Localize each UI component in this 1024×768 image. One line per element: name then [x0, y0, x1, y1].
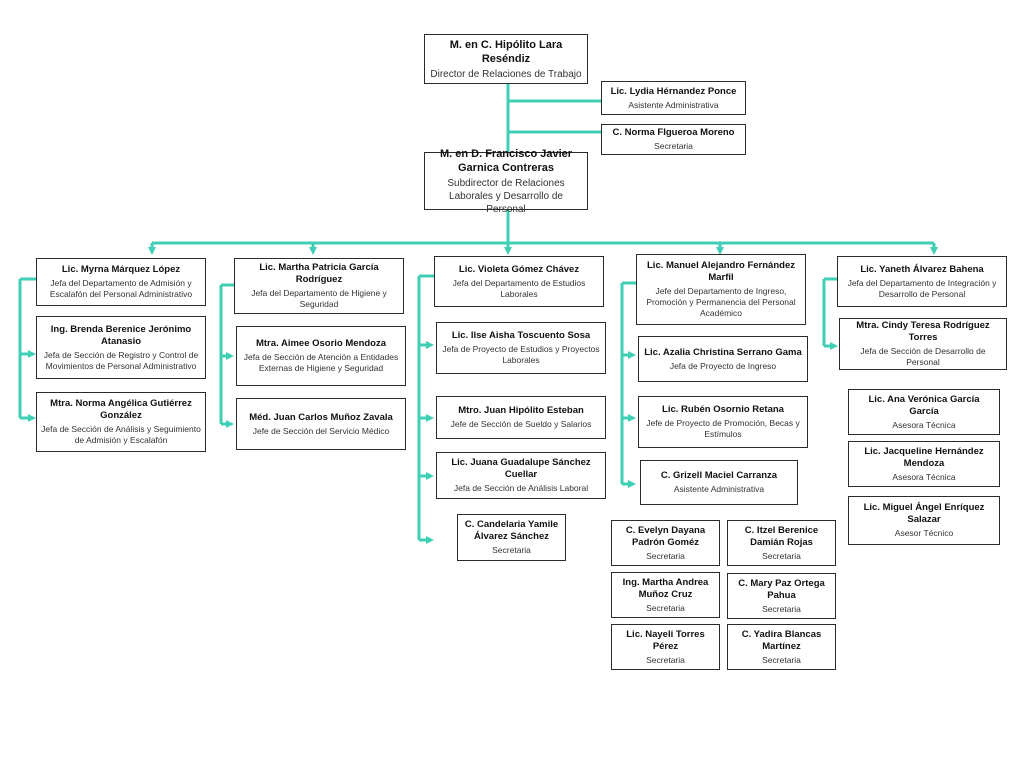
dept4-head-box: Lic. Manuel Alejandro Fernández Marfil J…: [636, 254, 806, 325]
subdirector-role: Subdirector de Relaciones Laborales y De…: [447, 177, 565, 215]
dept2-sub1-role: Jefa de Sección de Atención a Entidades …: [243, 352, 399, 373]
dept5-advisor-3-box: Lic. Miguel Ángel Enríquez Salazar Aseso…: [848, 496, 1000, 545]
dept4-sub3-name: C. Grizell Maciel Carranza: [660, 470, 778, 481]
dept3-sub2-box: Mtro. Juan Hipólito Esteban Jefe de Secc…: [436, 396, 606, 439]
dept4-secretary-1-box: C. Evelyn Dayana Padrón Goméz Secretaria: [611, 520, 720, 566]
dept4-head-name: Lic. Manuel Alejandro Fernández Marfil: [647, 260, 795, 283]
dept4-secretary-6-role: Secretaria: [762, 654, 801, 665]
dept2-sub2-role: Jefe de Sección del Servicio Médico: [252, 425, 390, 436]
dept5-advisor-3-role: Asesor Técnico: [894, 528, 954, 538]
dept4-sub2-role: Jefe de Proyecto de Promoción, Becas y E…: [646, 418, 800, 439]
dept5-sub1-name: Mtra. Cindy Teresa Rodríguez Torres: [856, 320, 990, 343]
dept4-secretary-3-role: Secretaria: [646, 602, 685, 613]
dept1-sub1-box: Ing. Brenda Berenice Jerónimo Atanasio J…: [36, 316, 206, 379]
dept4-secretary-5-box: Lic. Nayeli Torres Pérez Secretaria: [611, 624, 720, 670]
dept5-advisor-2-name: Lic. Jacqueline Hernández Mendoza: [864, 445, 984, 469]
dept5-advisor-2-box: Lic. Jacqueline Hernández Mendoza Asesor…: [848, 441, 1000, 487]
secretary-box: C. Norma FIgueroa Moreno Secretaria: [601, 124, 746, 155]
dept5-advisor-1-box: Lic. Ana Verónica García García Asesora …: [848, 389, 1000, 435]
dept1-sub2-box: Mtra. Norma Angélica Gutiérrez González …: [36, 392, 206, 452]
dept4-secretary-1-name: C. Evelyn Dayana Padrón Goméz: [625, 524, 706, 548]
dept4-secretary-2-name: C. Itzel Berenice Damián Rojas: [744, 524, 819, 548]
dept3-sub4-role: Secretaria: [492, 545, 531, 555]
dept1-head-role: Jefa del Departamento de Admisión y Esca…: [49, 278, 193, 299]
dept3-sub1-name: Lic. Ilse Aisha Toscuento Sosa: [451, 330, 591, 341]
dept1-sub2-name: Mtra. Norma Angélica Gutiérrez González: [50, 398, 192, 421]
dept3-sub4-box: C. Candelaria Yamile Álvarez Sánchez Sec…: [457, 514, 566, 561]
dept4-secretary-4-name: C. Mary Paz Ortega Pahua: [738, 577, 825, 601]
dept5-sub1-role: Jefa de Sección de Desarrollo de Persona…: [860, 346, 986, 367]
dept3-sub1-box: Lic. Ilse Aisha Toscuento Sosa Jefa de P…: [436, 322, 606, 374]
dept3-sub1-role: Jefa de Proyecto de Estudios y Proyectos…: [442, 344, 600, 365]
dept4-secretary-3-box: Ing. Martha Andrea Muñoz Cruz Secretaria: [611, 572, 720, 618]
secretary-role: Secretaria: [654, 141, 693, 151]
dept4-secretary-3-name: Ing. Martha Andrea Muñoz Cruz: [622, 576, 709, 600]
dept4-secretary-4-role: Secretaria: [762, 603, 801, 614]
dept3-sub3-role: Jefa de Sección de Análisis Laboral: [453, 483, 589, 493]
dept2-sub1-box: Mtra. Aimee Osorio Mendoza Jefa de Secci…: [236, 326, 406, 386]
dept4-sub2-box: Lic. Rubén Osornio Retana Jefe de Proyec…: [638, 396, 808, 448]
dept4-secretary-2-role: Secretaria: [762, 550, 801, 561]
dept5-advisor-1-name: Lic. Ana Verónica García García: [868, 393, 980, 417]
dept1-head-box: Lic. Myrna Márquez López Jefa del Depart…: [36, 258, 206, 306]
dept4-secretary-5-name: Lic. Nayeli Torres Pérez: [626, 628, 705, 652]
dept2-sub1-name: Mtra. Aimee Osorio Mendoza: [255, 338, 387, 349]
dept4-sub3-role: Asistente Administrativa: [673, 484, 765, 494]
dept4-head-role: Jefe del Departamento de Ingreso, Promoc…: [646, 286, 796, 318]
dept3-sub2-name: Mtro. Juan Hipólito Esteban: [458, 405, 584, 416]
dept4-secretary-1-role: Secretaria: [646, 550, 685, 561]
dept1-head-name: Lic. Myrna Márquez López: [61, 264, 181, 275]
dept3-sub3-box: Lic. Juana Guadalupe Sánchez Cuellar Jef…: [436, 452, 606, 499]
dept5-head-name: Lic. Yaneth Álvarez Bahena: [860, 263, 984, 275]
dept3-sub2-role: Jefe de Sección de Sueldo y Salarios: [450, 419, 592, 429]
director-name: M. en C. Hipólito Lara Reséndiz: [449, 38, 563, 65]
dept3-sub3-name: Lic. Juana Guadalupe Sánchez Cuellar: [451, 457, 591, 480]
assistant-name: Lic. Lydia Hérnandez Ponce: [610, 85, 737, 97]
assistant-box: Lic. Lydia Hérnandez Ponce Asistente Adm…: [601, 81, 746, 115]
dept2-sub2-box: Méd. Juan Carlos Muñoz Zavala Jefe de Se…: [236, 398, 406, 450]
dept2-head-box: Lic. Martha Patricia García Rodríguez Je…: [234, 258, 404, 314]
secretary-name: C. Norma FIgueroa Moreno: [612, 127, 735, 138]
dept4-secretary-5-role: Secretaria: [646, 654, 685, 665]
dept3-head-name: Lic. Violeta Gómez Chávez: [458, 263, 580, 275]
dept3-head-box: Lic. Violeta Gómez Chávez Jefa del Depar…: [434, 256, 604, 307]
dept5-advisor-2-role: Asesora Técnica: [892, 471, 956, 482]
dept5-head-role: Jefa del Departamento de Integración y D…: [847, 277, 997, 299]
dept4-sub1-role: Jefa de Proyecto de Ingreso: [669, 360, 777, 371]
subdirector-name: M. en D. Francisco Javier Garnica Contre…: [439, 147, 573, 174]
dept4-sub3-box: C. Grizell Maciel Carranza Asistente Adm…: [640, 460, 798, 505]
dept2-head-role: Jefa del Departamento de Higiene y Segur…: [251, 288, 387, 309]
dept4-secretary-2-box: C. Itzel Berenice Damián Rojas Secretari…: [727, 520, 836, 566]
dept5-advisor-1-role: Asesora Técnica: [892, 419, 956, 430]
subdirector-box: M. en D. Francisco Javier Garnica Contre…: [424, 148, 588, 215]
director-box: M. en C. Hipólito Lara Reséndiz Director…: [424, 34, 588, 84]
dept1-sub1-name: Ing. Brenda Berenice Jerónimo Atanasio: [50, 323, 192, 347]
director-role: Director de Relaciones de Trabajo: [430, 68, 582, 80]
dept2-sub2-name: Méd. Juan Carlos Muñoz Zavala: [249, 411, 393, 423]
dept5-head-box: Lic. Yaneth Álvarez Bahena Jefa del Depa…: [837, 256, 1007, 307]
dept5-advisor-3-name: Lic. Miguel Ángel Enríquez Salazar: [863, 502, 985, 525]
assistant-role: Asistente Administrativa: [628, 99, 719, 110]
dept3-sub4-name: C. Candelaria Yamile Álvarez Sánchez: [464, 519, 559, 542]
dept4-secretary-6-box: C. Yadira Blancas Martínez Secretaria: [727, 624, 836, 670]
dept4-secretary-4-box: C. Mary Paz Ortega Pahua Secretaria: [727, 573, 836, 619]
dept1-sub1-role: Jefa de Sección de Registro y Control de…: [43, 349, 199, 371]
dept1-sub2-role: Jefa de Sección de Análisis y Seguimient…: [41, 424, 201, 445]
dept3-head-role: Jefa del Departamento de Estudios Labora…: [452, 277, 586, 299]
dept4-sub1-box: Lic. Azalia Christina Serrano Gama Jefa …: [638, 336, 808, 382]
dept4-sub2-name: Lic. Rubén Osornio Retana: [662, 404, 784, 415]
dept4-sub1-name: Lic. Azalia Christina Serrano Gama: [644, 346, 802, 358]
dept4-secretary-6-name: C. Yadira Blancas Martínez: [741, 628, 822, 652]
dept5-sub1-box: Mtra. Cindy Teresa Rodríguez Torres Jefa…: [839, 318, 1007, 370]
dept2-head-name: Lic. Martha Patricia García Rodríguez: [259, 262, 379, 285]
